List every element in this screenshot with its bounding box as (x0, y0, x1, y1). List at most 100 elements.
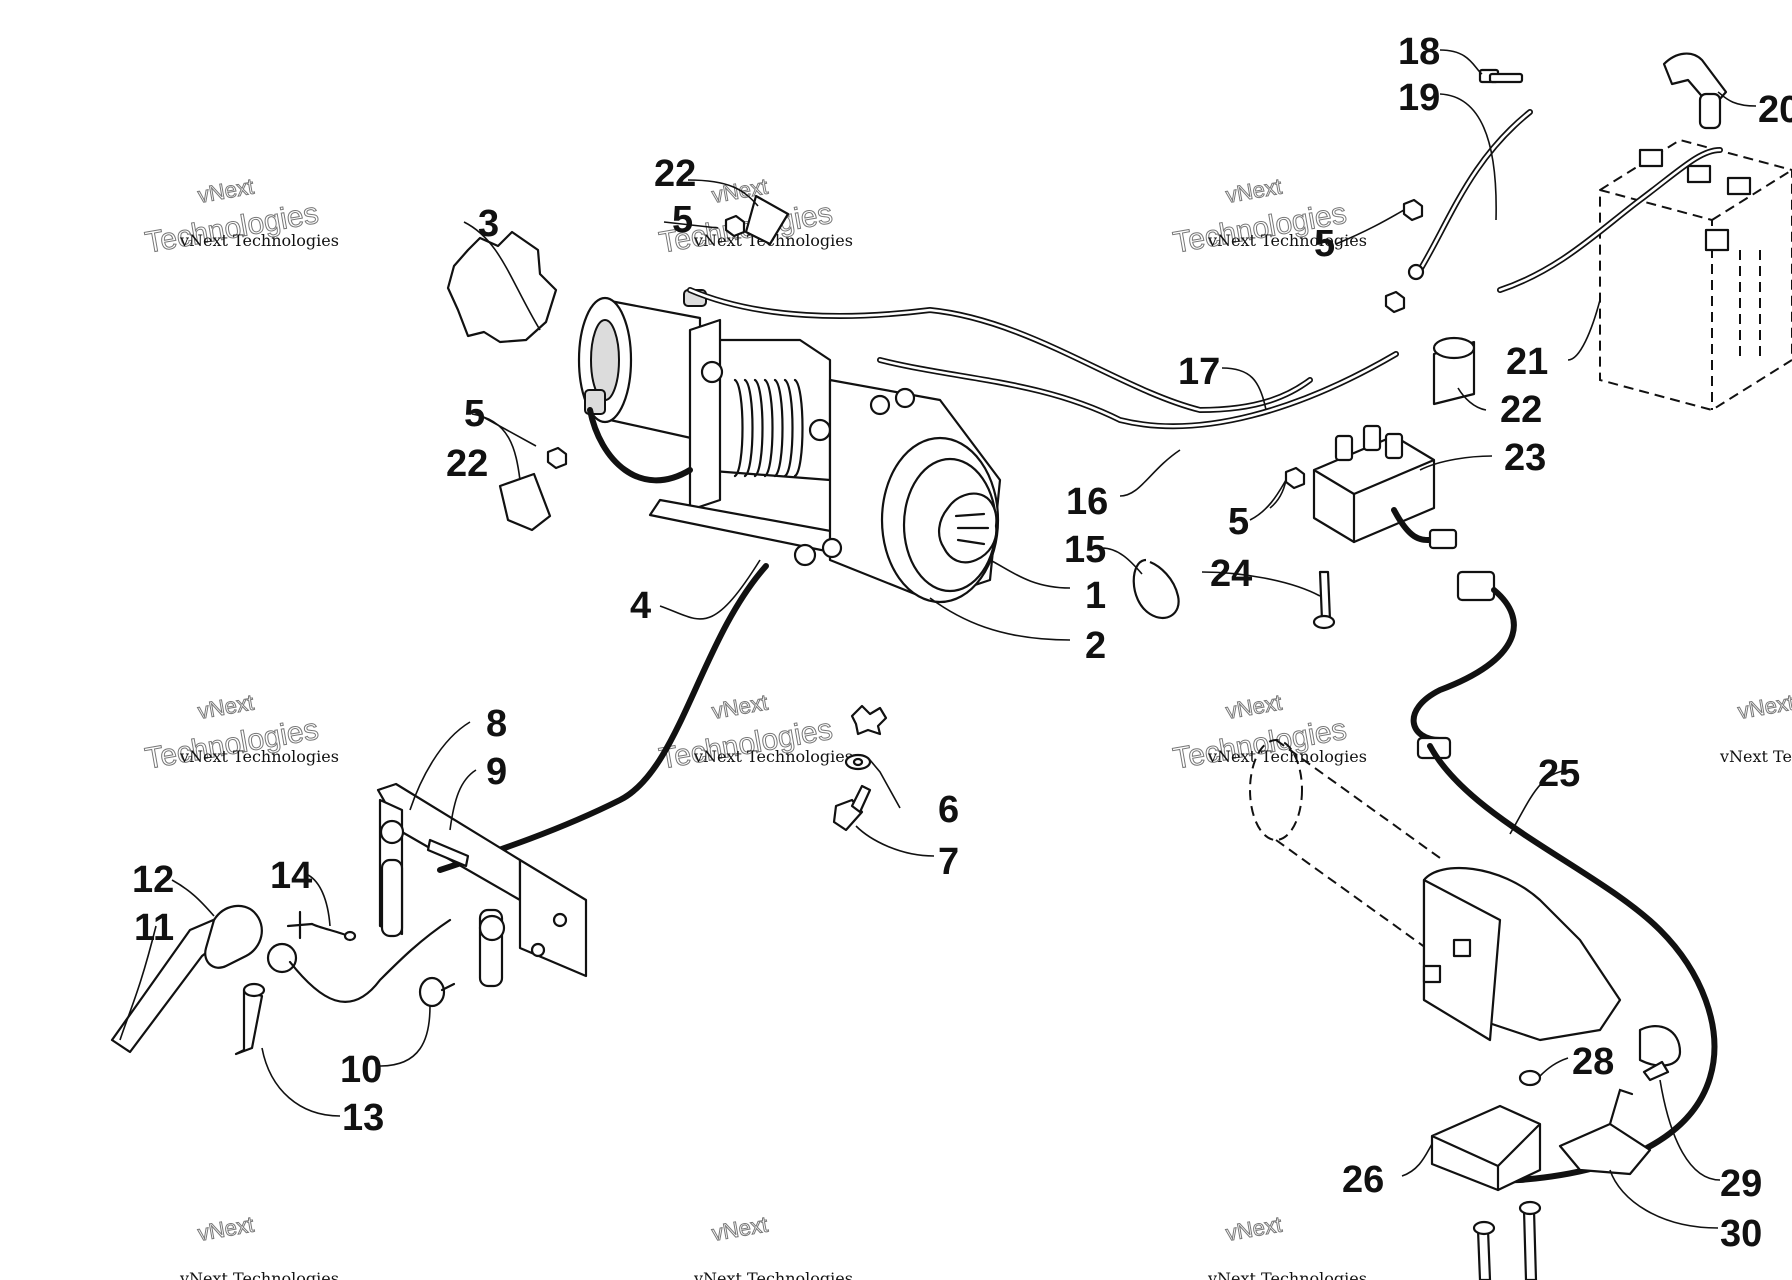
cotter-pin-part (286, 910, 357, 942)
watermark-brand: vNext (196, 174, 256, 208)
clamp-screw-part (1518, 1200, 1542, 1280)
terminal-boot-top-part (744, 194, 790, 246)
drum-cable-wraps (733, 378, 804, 478)
callout-25: 25 (1538, 753, 1580, 795)
callout-29: 29 (1720, 1163, 1762, 1205)
watermark: vNext Technologies vNext Technologies (1170, 689, 1367, 776)
watermark: vNext Technologies vNext Technologies (142, 689, 339, 776)
watermark: vNext vNext Technologies (693, 1211, 853, 1280)
handlebar-grip-part (1249, 739, 1441, 959)
callout-14: 14 (270, 855, 312, 897)
hex-nut-part (1384, 290, 1406, 314)
callout-5-left: 5 (464, 393, 485, 435)
watermark: vNext vNext Technologies (1207, 1211, 1367, 1280)
hex-nut-part (1402, 198, 1424, 222)
watermark-line: vNext Technologies (1719, 747, 1792, 766)
watermark-line: vNext Technologies (179, 747, 339, 766)
watermark-word: Technologies (143, 713, 321, 776)
clevis-pin-part (234, 982, 266, 1056)
terminal-boot-left-part (498, 472, 552, 532)
callout-22-right: 22 (1500, 389, 1542, 431)
callout-5-top: 5 (672, 199, 693, 241)
watermark-line: vNext Technologies (1207, 231, 1367, 250)
switch-housing-part (1422, 866, 1682, 1067)
watermark-layer: vNext Technologies vNext Technologies vN… (142, 173, 1792, 1280)
callout-28: 28 (1572, 1041, 1614, 1083)
clamp-screw-part (1472, 1220, 1496, 1280)
callout-12: 12 (132, 859, 174, 901)
lower-clamp-part (1430, 1104, 1542, 1192)
callout-13: 13 (342, 1097, 384, 1139)
power-cables-part (587, 287, 1399, 484)
winch-cable-part (437, 563, 769, 873)
watermark-line: vNext Technologies (179, 231, 339, 250)
callout-30: 30 (1720, 1213, 1762, 1255)
winch-motor-part (577, 289, 707, 442)
watermark-word: Technologies (143, 197, 321, 260)
battery-part (1497, 138, 1792, 412)
callout-labels: 1 2 3 4 5 5 5 5 6 7 8 9 10 11 12 13 14 1… (132, 31, 1792, 1255)
watermark-line: vNext Technologies (693, 1269, 853, 1280)
star-washer-part (850, 704, 888, 736)
leader-lines (119, 49, 1757, 1229)
solenoid-screw-part (1312, 570, 1336, 630)
watermark-line: vNext Technologies (1207, 1269, 1367, 1280)
gasket-plate-part (446, 230, 558, 344)
callout-10: 10 (340, 1049, 382, 1091)
callout-5-solenoid: 5 (1228, 501, 1249, 543)
callout-20: 20 (1758, 89, 1792, 131)
callout-3: 3 (478, 203, 499, 245)
clutch-knob-part (938, 492, 998, 564)
winch-drum-part (648, 318, 882, 567)
watermark: vNext Technologies vNext Technologies (1170, 173, 1367, 260)
callout-22-left: 22 (446, 443, 488, 485)
callout-21: 21 (1506, 341, 1548, 383)
callout-23: 23 (1504, 437, 1546, 479)
callout-26: 26 (1342, 1159, 1384, 1201)
watermark-brand: vNext (710, 690, 770, 724)
flat-head-screw-part (418, 976, 456, 1008)
callout-4: 4 (630, 585, 651, 627)
callout-19: 19 (1398, 77, 1440, 119)
roller-fairlead-part (376, 782, 588, 988)
terminal-boot-part (1662, 52, 1728, 130)
watermark: vNext vNext Technologies (1719, 689, 1792, 766)
watermark: vNext Technologies vNext Technologies (142, 173, 339, 260)
watermark-brand: vNext (710, 1212, 770, 1246)
watermark-line: vNext Technologies (179, 1269, 339, 1280)
callout-5-upper-right: 5 (1314, 223, 1335, 265)
watermark-line: vNext Technologies (1207, 747, 1367, 766)
watermark-line: vNext Technologies (693, 747, 853, 766)
watermark-brand: vNext (196, 690, 256, 724)
gear-housing-part (821, 378, 1002, 604)
callout-6: 6 (938, 789, 959, 831)
hex-nut-part (1284, 466, 1306, 490)
housing-screw-part (1642, 1060, 1670, 1082)
watermark-word: Technologies (657, 713, 835, 776)
flat-washer-part (844, 753, 872, 771)
mount-bolt-part (832, 784, 872, 832)
watermark-brand: vNext (196, 1212, 256, 1246)
callout-2: 2 (1085, 625, 1106, 667)
watermark-brand: vNext (1224, 1212, 1284, 1246)
winch-solenoid-part (1312, 424, 1458, 550)
terminal-bolt-part (1478, 68, 1524, 84)
callout-9: 9 (486, 751, 507, 793)
winch-hook-part (204, 904, 452, 1003)
callout-15: 15 (1064, 529, 1106, 571)
watermark: vNext vNext Technologies (179, 1211, 339, 1280)
throttle-lever-part (1558, 1088, 1652, 1176)
watermark-brand: vNext (1224, 690, 1284, 724)
callout-7: 7 (938, 841, 959, 883)
callout-11: 11 (134, 907, 174, 949)
hex-nut-part (546, 446, 568, 470)
battery-cable-part (1407, 109, 1533, 281)
callout-8: 8 (486, 703, 507, 745)
watermark-brand: vNext (1736, 690, 1792, 724)
watermark-brand: vNext (1224, 174, 1284, 208)
clip-ring-part (1132, 558, 1180, 620)
hex-nut-part (724, 214, 746, 238)
callout-1: 1 (1085, 575, 1106, 617)
lock-washer-part (1518, 1069, 1542, 1087)
